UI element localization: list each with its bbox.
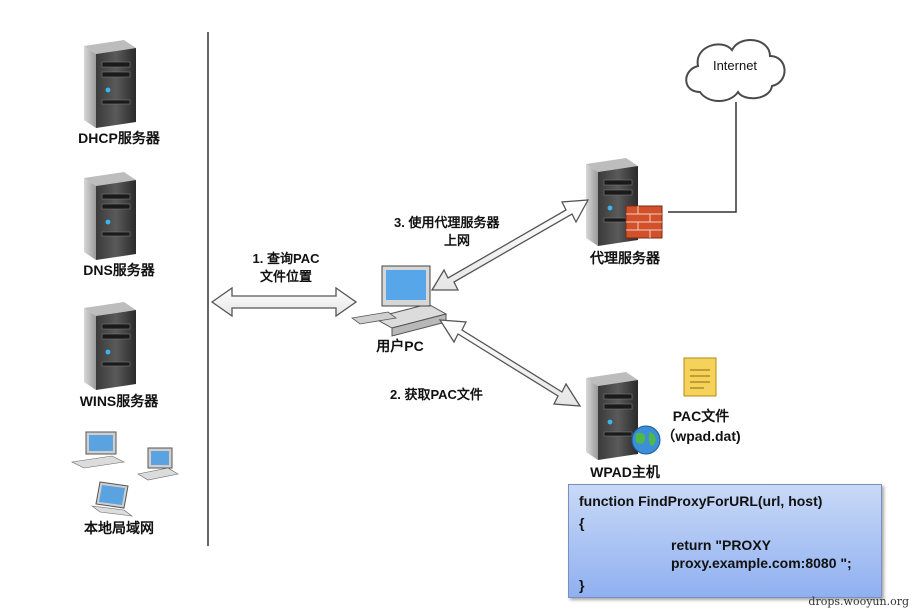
user-pc-icon	[351, 265, 448, 337]
code-line-4: proxy.example.com:8080 ";	[671, 555, 852, 571]
internet-label: Internet	[712, 58, 758, 73]
code-line-5: }	[579, 577, 585, 593]
watermark: drops.wooyun.org	[808, 595, 909, 608]
globe-icon	[631, 425, 661, 455]
pac-file-name: （wpad.dat)	[661, 428, 741, 444]
arrow-step1	[210, 286, 358, 318]
step2-label: 2. 获取PAC文件	[390, 387, 483, 402]
step3-label-line1: 3. 使用代理服务器	[394, 215, 500, 230]
pac-file-label: PAC文件	[672, 408, 730, 424]
code-line-3: return "PROXY	[671, 537, 771, 553]
wpad-server-icon	[585, 371, 639, 461]
wins-server-icon	[83, 301, 137, 391]
wpad-host-label: WPAD主机	[590, 464, 660, 480]
arrow-step2	[438, 319, 582, 407]
arrow-step3	[430, 199, 590, 291]
wins-server-label: WINS服务器	[79, 393, 159, 409]
step1-label-line1: 1. 查询PAC	[252, 251, 320, 266]
code-line-2: {	[579, 515, 585, 531]
lan-label: 本地局域网	[84, 520, 154, 536]
dhcp-server-label: DHCP服务器	[78, 130, 160, 146]
step3-label-line2: 上网	[444, 233, 471, 248]
internet-link-line	[668, 102, 737, 213]
firewall-icon	[625, 205, 663, 239]
pac-code-box: function FindProxyForURL(url, host) { re…	[568, 484, 882, 598]
internet-cloud-icon	[685, 38, 786, 102]
proxy-server-label: 代理服务器	[590, 250, 660, 266]
user-pc-label: 用户PC	[376, 338, 424, 354]
step1-label-line2: 文件位置	[259, 269, 312, 284]
dns-server-icon	[83, 171, 137, 261]
dhcp-server-icon	[83, 39, 137, 129]
pac-file-icon	[683, 357, 717, 397]
dns-server-label: DNS服务器	[83, 262, 155, 278]
lan-computers-icon	[71, 431, 179, 517]
code-line-1: function FindProxyForURL(url, host)	[579, 493, 823, 509]
